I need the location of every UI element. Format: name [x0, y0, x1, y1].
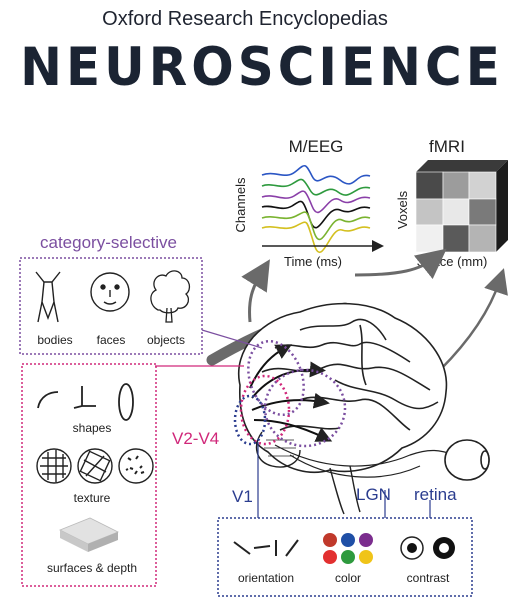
label-color: color: [335, 571, 361, 585]
page-title: NEUROSCIENCE: [20, 36, 504, 98]
v1-region-outline: [233, 394, 267, 446]
orientation-icon: [233, 539, 299, 557]
label-texture: texture: [74, 491, 111, 505]
voxel-block-side: [496, 160, 508, 252]
fmri-xlabel: Space (mm): [417, 254, 488, 269]
label-bodies: bodies: [37, 333, 72, 347]
color-dots: [323, 533, 373, 564]
label-retina: retina: [414, 485, 457, 504]
arrow-to-fmri-lower: [439, 268, 508, 371]
meeg-traces: [261, 164, 371, 253]
label-faces: faces: [97, 333, 126, 347]
voxel-grid: [415, 171, 497, 253]
mid-level-panel: shapes texture surfaces & depth: [21, 363, 157, 587]
category-selective-title: category-selective: [40, 233, 177, 252]
color-dot: [323, 533, 337, 547]
fmri-title: fMRI: [429, 137, 465, 156]
label-v1: V1: [232, 487, 253, 506]
label-contrast: contrast: [407, 571, 450, 585]
low-level-box: [217, 517, 473, 597]
color-dot: [341, 550, 355, 564]
connector-category: [201, 329, 263, 349]
tree-icon: [150, 270, 191, 323]
meeg-xlabel: Time (ms): [284, 254, 342, 269]
surfaces-depth-icon: [59, 517, 119, 552]
color-dot: [359, 550, 373, 564]
category-region-outline: [247, 339, 305, 417]
category-selective-panel: category-selective bodies faces objects: [19, 233, 203, 355]
label-orientation: orientation: [238, 571, 294, 585]
label-v2v4: V2-V4: [172, 429, 219, 448]
low-level-panel: orientation color contrast: [217, 517, 473, 597]
face-icon: [90, 272, 130, 312]
texture-icon: [36, 448, 154, 484]
shapes-icon: [37, 383, 134, 421]
visual-stream-arrows: [249, 344, 333, 442]
color-dot: [323, 550, 337, 564]
label-surfaces-depth: surfaces & depth: [47, 561, 137, 575]
v2v4-region-outline: [239, 374, 291, 446]
category-region-outline-2: [263, 368, 347, 448]
fmri-panel: fMRI Voxels Space (mm): [395, 137, 508, 269]
meeg-title: M/EEG: [289, 137, 344, 156]
mid-level-box: [21, 363, 157, 587]
color-dot: [341, 533, 355, 547]
label-lgn: LGN: [356, 485, 391, 504]
label-objects: objects: [147, 333, 185, 347]
color-dot: [359, 533, 373, 547]
body-icon: [35, 271, 61, 323]
publisher-name: Oxford Research Encyclopedias: [102, 8, 388, 30]
meeg-ylabel: Channels: [233, 177, 248, 232]
category-selective-box: [19, 257, 203, 355]
brain-illustration: [237, 302, 490, 515]
arrow-to-meeg: [241, 259, 270, 323]
fmri-ylabel: Voxels: [395, 190, 410, 229]
contrast-icon: [400, 536, 455, 560]
voxel-block-top: [416, 160, 508, 172]
arrow-to-fmri-upper: [354, 248, 447, 280]
meeg-panel: M/EEG Channels Time (ms): [233, 137, 384, 269]
label-shapes: shapes: [73, 421, 112, 435]
